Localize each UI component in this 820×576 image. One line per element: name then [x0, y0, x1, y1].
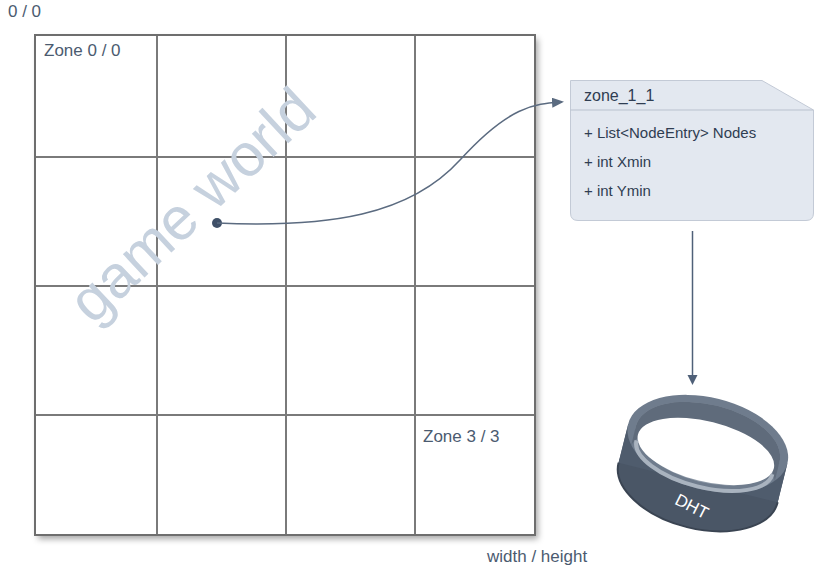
zone-label: Zone 0 / 0 — [44, 41, 148, 61]
flow-arrow — [688, 231, 698, 385]
class-title: zone_1_1 — [584, 87, 654, 105]
grid-ground — [35, 35, 535, 535]
zone-cell: Zone 0 / 0 — [36, 36, 156, 156]
ring-illustration — [612, 385, 792, 550]
dht-ring: DHT — [612, 385, 792, 550]
class-box: zone_1_1 + List<NodeEntry> Nodes + int Xmi… — [570, 80, 814, 221]
grid-border — [35, 35, 535, 535]
class-field: + List<NodeEntry> Nodes — [584, 124, 756, 141]
class-field: + int Ymin — [584, 182, 651, 199]
dimension-label: width / height — [487, 547, 587, 567]
grid-lines — [35, 35, 535, 535]
zone-label: Zone 3 / 3 — [423, 427, 527, 447]
zone-cell: Zone 3 / 3 — [416, 416, 534, 534]
origin-label: 0 / 0 — [8, 2, 41, 22]
class-field: + int Xmin — [584, 153, 651, 170]
